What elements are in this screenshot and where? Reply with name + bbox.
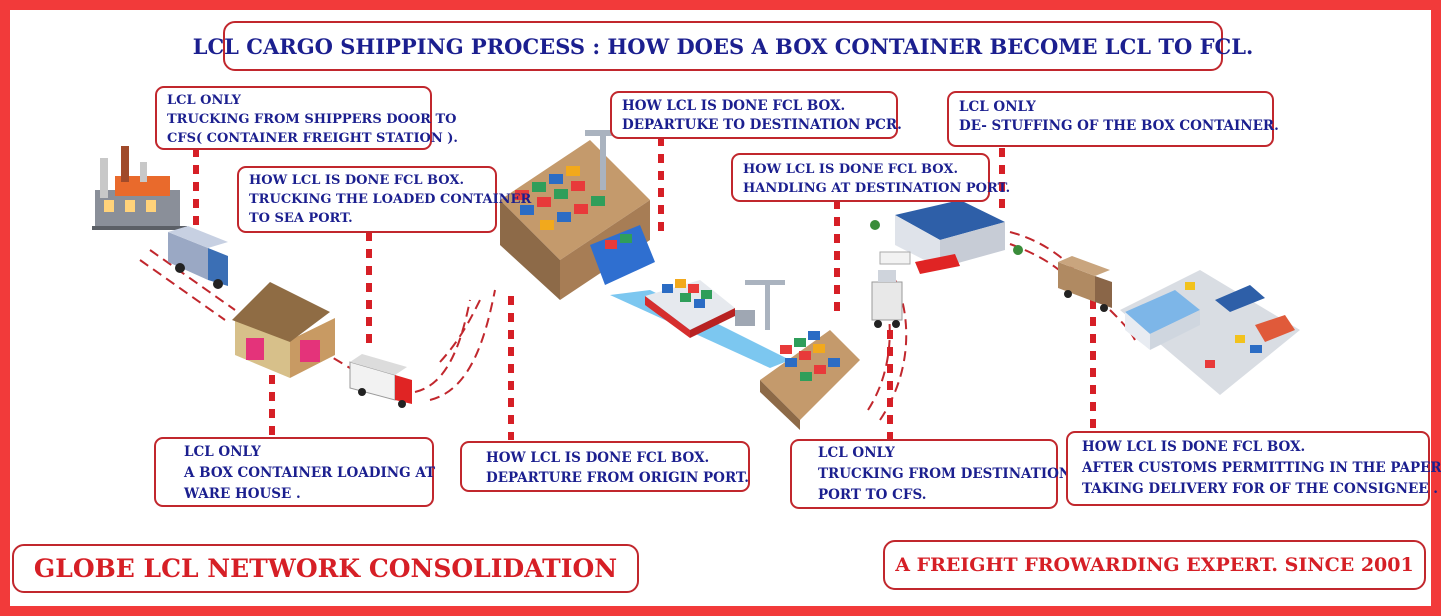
step-delivery-to-consignee: HOW LCL IS DONE FCL BOX. AFTER CUSTOMS P… — [1066, 431, 1441, 506]
step-trucking-port-to-cfs: LCL ONLY TRUCKING FROM DESTINATION PORT … — [790, 439, 1072, 509]
step-line: HOW LCL IS DONE FCL BOX. — [622, 98, 846, 114]
step-line: TRUCKING THE LOADED CONTAINER — [249, 192, 532, 207]
step-line: TO SEA PORT. — [249, 211, 353, 226]
origin-port-icon — [500, 130, 655, 300]
step-line: LCL ONLY — [167, 93, 241, 108]
step-line: LCL ONLY — [959, 99, 1036, 115]
step-line: WARE HOUSE . — [184, 486, 301, 502]
step-line: DE- STUFFING OF THE BOX CONTAINER. — [959, 118, 1279, 134]
step-line: AFTER CUSTOMS PERMITTING IN THE PAPERS, — [1082, 460, 1441, 476]
container-trailer-icon — [871, 270, 903, 328]
step-trucking-to-sea-port: HOW LCL IS DONE FCL BOX. TRUCKING THE LO… — [237, 166, 532, 233]
step-line: HOW LCL IS DONE FCL BOX. — [249, 173, 464, 188]
box-truck-icon — [168, 226, 228, 289]
footer-brand: GLOBE LCL NETWORK CONSOLIDATION — [12, 544, 639, 593]
connector-dots — [193, 137, 1096, 440]
step-line: LCL ONLY — [184, 444, 261, 460]
cargo-ship-icon — [645, 279, 735, 338]
step-loading-at-warehouse: LCL ONLY A BOX CONTAINER LOADING AT WARE… — [154, 437, 436, 507]
warehouse-icon — [232, 282, 335, 378]
step-line: A BOX CONTAINER LOADING AT — [184, 465, 436, 481]
destination-port-icon — [735, 280, 860, 430]
step-departure-to-destination: HOW LCL IS DONE FCL BOX. DEPARTUKE TO DE… — [610, 91, 902, 139]
logistics-park-icon — [1120, 270, 1300, 395]
step-line: DEPARTUKE TO DESTINATION PCR. — [622, 117, 902, 133]
container-truck-icon — [349, 354, 412, 408]
step-line: CFS( CONTAINER FREIGHT STATION ). — [167, 131, 458, 146]
cfs-warehouse-icon — [870, 200, 1023, 274]
footer-tagline: A FREIGHT FROWARDING EXPERT. SINCE 2001 — [883, 540, 1426, 590]
factory-icon — [92, 146, 187, 230]
step-line: HOW LCL IS DONE FCL BOX. — [743, 162, 958, 177]
delivery-truck-icon — [1058, 256, 1112, 312]
step-door-to-cfs: LCL ONLY TRUCKING FROM SHIPPERS DOOR TO … — [155, 86, 458, 150]
step-line: PORT TO CFS. — [818, 487, 927, 503]
step-line: HOW LCL IS DONE FCL BOX. — [1082, 439, 1306, 455]
step-line: LCL ONLY — [818, 445, 895, 461]
step-line: TRUCKING FROM DESTINATION — [818, 466, 1072, 482]
step-line: HOW LCL IS DONE FCL BOX. — [486, 450, 710, 466]
step-line: DEPARTURE FROM ORIGIN PORT. — [486, 470, 749, 486]
step-line: TAKING DELIVERY FOR OF THE CONSIGNEE . — [1082, 481, 1438, 497]
step-line: HANDLING AT DESTINATION PORT. — [743, 181, 1011, 196]
page-title: LCL CARGO SHIPPING PROCESS : HOW DOES A … — [193, 21, 1253, 71]
step-line: TRUCKING FROM SHIPPERS DOOR TO — [167, 112, 457, 127]
step-de-stuffing: LCL ONLY DE- STUFFING OF THE BOX CONTAIN… — [947, 91, 1279, 147]
step-handling-destination-port: HOW LCL IS DONE FCL BOX. HANDLING AT DES… — [731, 153, 1011, 202]
step-departure-origin-port: HOW LCL IS DONE FCL BOX. DEPARTURE FROM … — [460, 441, 750, 492]
